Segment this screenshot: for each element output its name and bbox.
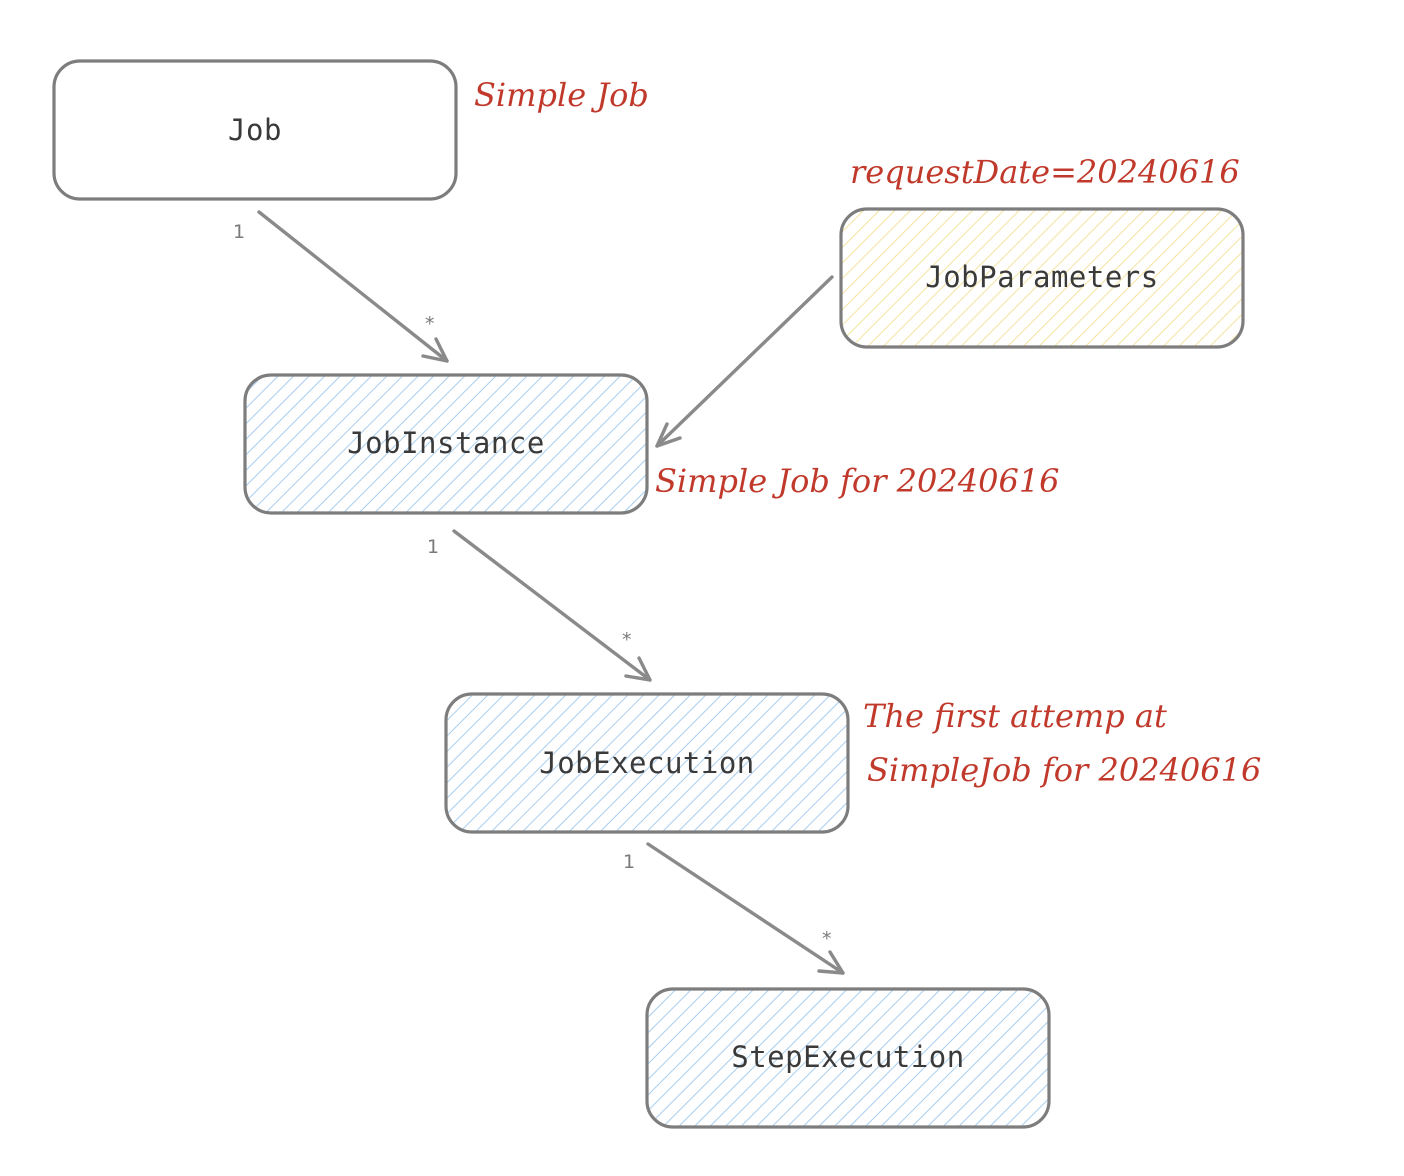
node-job-execution-label: JobExecution — [539, 746, 755, 780]
node-step-execution-label: StepExecution — [731, 1040, 964, 1074]
arrowhead-icon — [655, 422, 682, 448]
node-job-parameters-label: JobParameters — [925, 260, 1158, 294]
node-job-execution[interactable]: JobExecution — [444, 692, 850, 834]
node-job-instance-label: JobInstance — [347, 426, 545, 460]
mult-instance-to-execution-from: 1 — [427, 536, 439, 558]
note-parameters: requestDate=20240616 — [850, 153, 1240, 191]
node-job-execution-box — [444, 692, 850, 834]
arrowhead-icon — [817, 950, 845, 975]
node-job-label: Job — [228, 113, 282, 147]
edge-parameters-to-instance-line — [655, 275, 834, 448]
arrowhead-icon — [421, 337, 449, 363]
arrowhead-icon — [624, 656, 652, 682]
note-job: Simple Job — [474, 76, 649, 114]
mult-job-to-instance-to: * — [425, 313, 435, 335]
node-step-execution[interactable]: StepExecution — [645, 987, 1051, 1129]
note-execution-line2: SimpleJob for 20240616 — [867, 751, 1261, 789]
mult-execution-to-step-to: * — [822, 928, 832, 950]
note-instance: Simple Job for 20240616 — [655, 462, 1060, 500]
mult-execution-to-step-from: 1 — [623, 851, 635, 873]
note-execution-line1: The first attemp at — [863, 697, 1167, 735]
edge-instance-to-execution-line — [452, 529, 652, 682]
node-job-instance[interactable]: JobInstance — [243, 373, 649, 515]
node-job-box — [52, 59, 458, 201]
edge-instance-to-execution[interactable]: 1 * — [427, 529, 652, 682]
node-step-execution-box — [645, 987, 1051, 1129]
mult-instance-to-execution-to: * — [622, 629, 632, 651]
mult-job-to-instance-from: 1 — [233, 221, 245, 243]
node-job-parameters-box — [839, 207, 1245, 349]
edge-job-to-instance[interactable]: 1 * — [233, 210, 449, 363]
node-job-parameters[interactable]: JobParameters — [839, 207, 1245, 349]
edge-parameters-to-instance[interactable] — [655, 275, 834, 448]
edge-execution-to-step-line — [646, 842, 845, 975]
edge-job-to-instance-line — [257, 210, 449, 363]
node-job[interactable]: Job — [52, 59, 458, 201]
node-job-instance-box — [243, 373, 649, 515]
edge-execution-to-step[interactable]: 1 * — [623, 842, 845, 975]
